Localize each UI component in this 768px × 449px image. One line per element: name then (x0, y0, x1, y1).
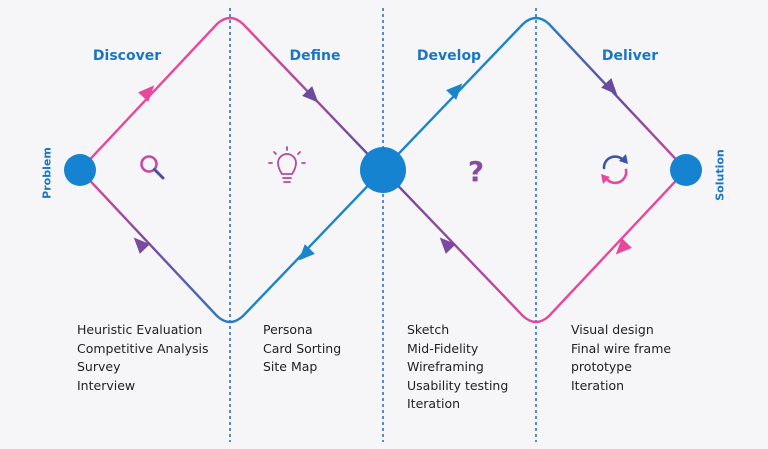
diamond-1-bottom-left-edge (78, 168, 245, 324)
arrow-discover-bottom (133, 237, 150, 254)
phase-title-deliver: Deliver (601, 48, 659, 64)
deliver-activity-list: Visual design Final wire frame prototype… (571, 321, 671, 395)
problem-node (64, 154, 96, 186)
develop-activity-list: Sketch Mid-Fidelity Wireframing Usabilit… (407, 321, 508, 414)
list-item: Interview (77, 377, 136, 393)
flow-arrows (133, 78, 632, 261)
problem-label: Problem (40, 147, 54, 199)
phase-title-develop: Develop (416, 48, 482, 64)
arrow-define-down (302, 86, 319, 103)
question-mark-icon: ? (468, 155, 484, 188)
list-item: Heuristic Evaluation (77, 322, 203, 337)
arrow-deliver-down (601, 78, 618, 95)
arrow-develop-up (446, 83, 463, 100)
diamond-2-bottom-left-edge (381, 168, 551, 324)
discover-activity-list: Heuristic Evaluation Competitive Analysi… (77, 321, 209, 395)
list-item: Usability testing (407, 377, 509, 393)
phase-title-discover: Discover (92, 48, 162, 64)
refresh-cycle-icon (601, 154, 628, 185)
list-item: Visual design (571, 322, 654, 337)
solution-node (670, 154, 702, 186)
list-item: Iteration (571, 377, 625, 393)
list-item: Final wire frame (571, 340, 672, 356)
diamond-2-top-right-edge (547, 22, 688, 172)
diamond-2 (381, 16, 688, 324)
diamond-1-top-left-edge (78, 16, 245, 172)
list-item: Competitive Analysis (77, 340, 209, 356)
list-item: Survey (77, 359, 121, 374)
arrow-define-bottom (298, 244, 315, 261)
solution-label: Solution (713, 149, 727, 201)
phase-title-define: Define (289, 48, 341, 64)
list-item: Iteration (407, 396, 461, 411)
arrow-deliver-bottom (615, 238, 632, 255)
define-activity-list: Persona Card Sorting Site Map (263, 321, 341, 377)
arrow-develop-bottom (439, 237, 456, 254)
center-node (360, 147, 406, 193)
phase-dividers (229, 8, 537, 442)
magnifier-icon (140, 155, 165, 180)
lightbulb-icon (268, 146, 306, 183)
list-item: Site Map (263, 359, 318, 374)
diamond-2-bottom-right-edge (547, 168, 688, 318)
list-item: Persona (263, 322, 313, 337)
list-item: Mid-Fidelity (407, 340, 479, 356)
list-item: prototype (571, 359, 632, 374)
diamond-2-top-left-edge (381, 16, 551, 172)
diamond-1-bottom-right-edge (241, 168, 385, 318)
list-item: Card Sorting (263, 340, 342, 356)
arrow-discover-up (138, 85, 155, 102)
list-item: Sketch (407, 322, 450, 337)
list-item: Wireframing (407, 359, 484, 374)
